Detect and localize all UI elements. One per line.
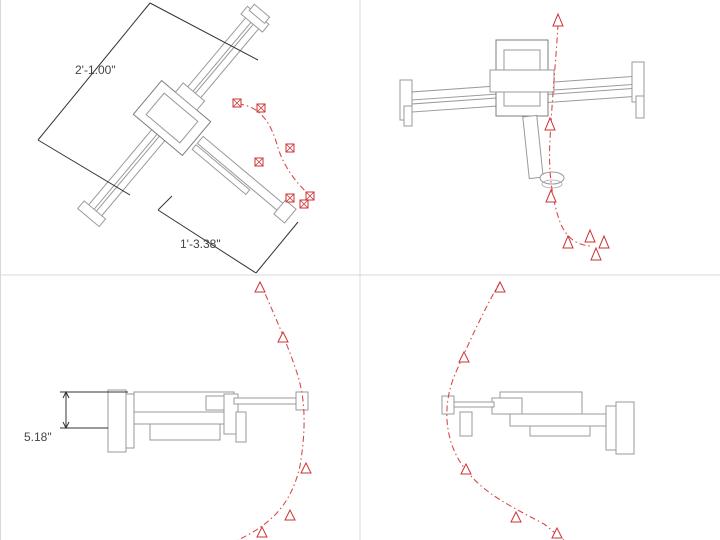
side2-end-plate-right bbox=[615, 401, 635, 455]
motion-path-top bbox=[237, 103, 313, 199]
cone-marker-icon bbox=[544, 12, 610, 261]
dimension-height: 5.18" bbox=[24, 390, 128, 444]
square-x-marker-icon bbox=[232, 98, 315, 209]
side-rail-mid bbox=[133, 411, 235, 425]
iso-arm bbox=[522, 114, 544, 180]
iso-end-foot-left bbox=[403, 105, 413, 127]
rail-end-plate bbox=[248, 3, 271, 25]
robot-assembly-side-mirrored bbox=[441, 391, 635, 455]
side-arm bbox=[233, 397, 297, 405]
side2-carriage bbox=[491, 397, 523, 415]
triangle-marker-icon bbox=[458, 280, 563, 539]
side-end-plate-left bbox=[107, 389, 127, 453]
robot-assembly-side bbox=[107, 389, 309, 453]
side2-tool-head bbox=[441, 395, 455, 415]
side-end-plate-right bbox=[235, 411, 247, 443]
side2-arm bbox=[453, 401, 495, 408]
robot-assembly-iso bbox=[399, 39, 645, 189]
triangle-marker-icon bbox=[254, 280, 312, 538]
side2-rail-bottom bbox=[529, 425, 591, 437]
view-top-left: 2'-1.00" 1'-3.38" bbox=[37, 2, 315, 274]
view-top-right bbox=[399, 12, 645, 261]
side2-post bbox=[459, 411, 473, 437]
dimension-arm-reach: 1'-3.38" bbox=[157, 195, 299, 274]
side-end-flange-left bbox=[125, 393, 135, 449]
motion-path-iso bbox=[548, 23, 593, 247]
carriage-plate bbox=[145, 92, 199, 144]
dim-label-height: 5.18" bbox=[24, 430, 52, 444]
iso-end-foot-right bbox=[635, 95, 645, 119]
dimension-overall-length: 2'-1.00" bbox=[37, 2, 259, 196]
view-bottom-right bbox=[441, 280, 635, 540]
side-rail-bottom bbox=[149, 423, 221, 441]
side2-end-flange-right bbox=[605, 405, 617, 451]
iso-carriage-collar bbox=[489, 69, 555, 93]
arm-beam-lower bbox=[191, 144, 251, 196]
tool-head bbox=[273, 199, 297, 224]
dim-label-reach: 1'-3.38" bbox=[180, 237, 221, 251]
view-bottom-left: 5.18" bbox=[24, 280, 312, 540]
motion-path-side-mirrored bbox=[446, 281, 565, 540]
rail-end-cap-left bbox=[77, 200, 107, 228]
robot-assembly-plan bbox=[77, 3, 297, 228]
dim-label-overall: 2'-1.00" bbox=[75, 63, 116, 77]
side2-rail-mid bbox=[509, 413, 607, 427]
side-tool-head bbox=[295, 391, 309, 411]
carriage-top-tab bbox=[174, 82, 206, 111]
